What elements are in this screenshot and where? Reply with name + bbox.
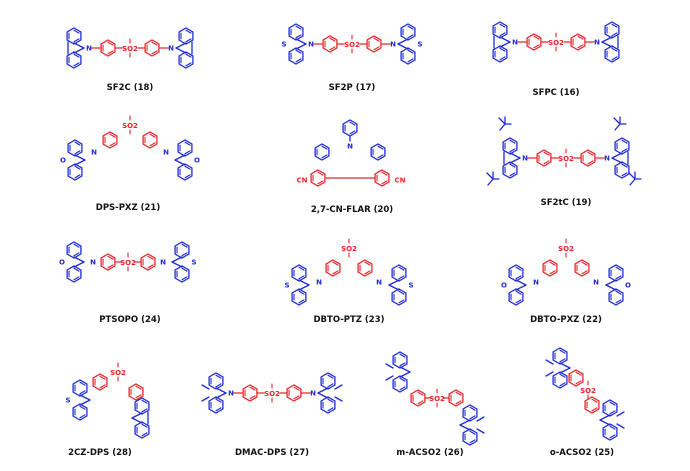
sulfur-atom: S — [281, 41, 286, 49]
molecule-ptsopo: SO2 N N O S PTSOPO (24) — [59, 241, 197, 325]
cyano-group: CN — [297, 177, 308, 185]
nitrogen-atom: N — [316, 279, 322, 287]
molecule-label: o-ACSO2 (25) — [550, 448, 614, 458]
sulfonyl-group: SO2 — [122, 45, 138, 53]
sulfur-atom: S — [284, 282, 289, 290]
sulfonyl-group: SO2 — [548, 39, 564, 47]
nitrogen-atom: N — [376, 279, 382, 287]
molecule-2-7-cn-flar: N CN CN 2,7-CN-FLAR (20) — [297, 119, 406, 215]
sulfonyl-group: SO2 — [580, 387, 596, 395]
cyano-group: CN — [395, 177, 406, 185]
nitrogen-atom: N — [347, 143, 353, 151]
nitrogen-atom: N — [91, 149, 97, 157]
molecule-label: SF2P (17) — [329, 83, 376, 93]
sulfur-atom: S — [417, 41, 422, 49]
nitrogen-atom: N — [90, 259, 96, 267]
molecule-label: DBTO-PXZ (22) — [530, 315, 602, 325]
molecule-label: SFPC (16) — [533, 88, 580, 98]
molecule-label: m-ACSO2 (26) — [396, 448, 463, 458]
sulfur-atom: S — [408, 282, 413, 290]
molecule-sfpc: SO2 N N SFPC (16) — [492, 21, 620, 98]
oxygen-atom: O — [625, 282, 631, 290]
sulfonyl-group: SO2 — [429, 395, 445, 403]
nitrogen-atom: N — [593, 279, 599, 287]
oxygen-atom: O — [501, 282, 507, 290]
nitrogen-atom: N — [604, 155, 610, 163]
sulfonyl-group: SO2 — [558, 245, 574, 253]
molecule-label: PTSOPO (24) — [99, 315, 161, 325]
molecule-label: 2CZ-DPS (28) — [68, 448, 132, 458]
molecule-label: DBTO-PTZ (23) — [314, 315, 385, 325]
molecule-sf2tc: SO2 N N SF2tC (19) — [486, 116, 642, 208]
nitrogen-atom: N — [522, 155, 528, 163]
sulfonyl-group: SO2 — [558, 155, 574, 163]
nitrogen-atom: N — [163, 149, 169, 157]
nitrogen-atom: N — [310, 390, 316, 398]
molecule-sf2c: SO2 N N SF2C (18) — [66, 27, 194, 93]
molecule-o-acso2: SO2 o-ACSO2 (25) — [545, 347, 625, 458]
sulfonyl-group: SO2 — [264, 390, 280, 398]
molecule-label: 2,7-CN-FLAR (20) — [311, 205, 393, 215]
sulfonyl-group: SO2 — [344, 41, 360, 49]
molecule-label: DPS-PXZ (21) — [96, 203, 161, 213]
molecule-label: SF2C (18) — [107, 83, 154, 93]
oxygen-atom: O — [60, 157, 66, 165]
nitrogen-atom: N — [228, 390, 234, 398]
sulfur-atom: S — [65, 397, 70, 405]
nitrogen-atom: N — [512, 39, 518, 47]
nitrogen-atom: N — [86, 45, 92, 53]
nitrogen-atom: N — [594, 39, 600, 47]
oxygen-atom: O — [194, 157, 200, 165]
sulfonyl-group: SO2 — [341, 245, 357, 253]
nitrogen-atom: N — [160, 259, 166, 267]
nitrogen-atom: N — [168, 45, 174, 53]
sulfonyl-group: SO2 — [110, 369, 126, 377]
sulfur-atom: S — [191, 259, 196, 267]
sulfonyl-group: SO2 — [122, 122, 138, 130]
molecule-label: SF2tC (19) — [541, 198, 592, 208]
molecule-label: DMAC-DPS (27) — [235, 448, 309, 458]
oxygen-atom: O — [59, 259, 65, 267]
nitrogen-atom: N — [308, 41, 314, 49]
sulfonyl-group: SO2 — [120, 259, 136, 267]
nitrogen-atom: N — [390, 41, 396, 49]
nitrogen-atom: N — [533, 279, 539, 287]
molecule-dmac-dps: SO2 N N DMAC-DPS (27) — [201, 372, 343, 458]
molecule-m-acso2: SO2 m-ACSO2 (26) — [385, 351, 485, 458]
molecule-sf2p: SO2 N S N S SF2P (17) — [281, 23, 423, 93]
